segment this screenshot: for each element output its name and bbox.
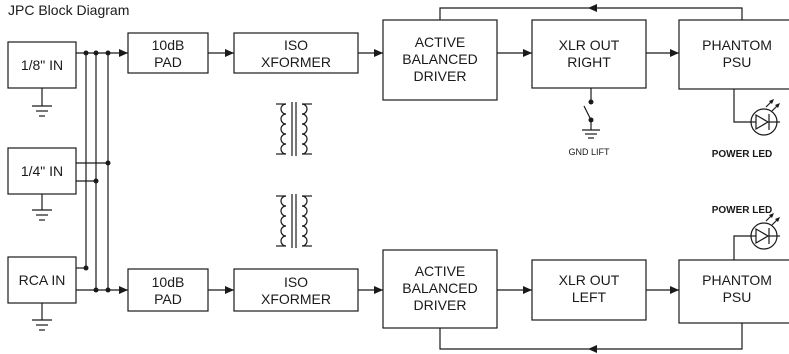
block-iso-top: ISO XFORMER	[233, 32, 359, 74]
block-phantom-psu-bottom-line2: PSU	[723, 289, 752, 305]
block-in-rca: RCA IN	[7, 256, 77, 304]
block-phantom-psu-bottom-line1: PHANTOM	[702, 272, 772, 288]
block-driver-top: ACTIVE BALANCED DRIVER	[382, 19, 498, 101]
block-pad-top-line1: 10dB	[152, 37, 185, 53]
ground-icon-in-1-8	[32, 88, 52, 117]
block-xlr-left-line1: XLR OUT	[559, 272, 620, 288]
ground-icon-gnd-lift	[582, 129, 600, 139]
block-iso-top-line1: ISO	[284, 37, 308, 53]
led-icon-top	[750, 99, 780, 136]
block-iso-top-line2: XFORMER	[261, 54, 331, 70]
block-driver-bottom-line3: DRIVER	[414, 297, 467, 313]
block-phantom-psu-bottom: PHANTOM PSU	[678, 259, 789, 324]
ground-icon-in-1-4	[32, 194, 52, 221]
block-pad-bottom: 10dB PAD	[127, 268, 209, 312]
power-led-top-label: POWER LED	[712, 149, 773, 160]
junction-dots	[83, 50, 594, 293]
block-driver-top-line2: BALANCED	[402, 51, 477, 67]
block-phantom-psu-top-line2: PSU	[723, 54, 752, 70]
block-pad-top-line2: PAD	[154, 54, 182, 70]
transformer-icon-top	[276, 102, 312, 156]
block-xlr-right-line1: XLR OUT	[559, 37, 620, 53]
block-driver-bottom-line1: ACTIVE	[415, 263, 466, 279]
block-pad-bottom-line2: PAD	[154, 291, 182, 307]
block-driver-top-line3: DRIVER	[414, 68, 467, 84]
block-iso-bottom-line2: XFORMER	[261, 291, 331, 307]
block-driver-bottom-line2: BALANCED	[402, 280, 477, 296]
block-driver-bottom: ACTIVE BALANCED DRIVER	[382, 249, 498, 329]
block-iso-bottom: ISO XFORMER	[233, 268, 359, 312]
block-pad-bottom-line1: 10dB	[152, 274, 185, 290]
block-driver-top-line1: ACTIVE	[415, 34, 466, 50]
ground-icon-in-rca	[32, 303, 52, 331]
diagram-title: JPC Block Diagram	[8, 2, 129, 18]
block-xlr-right: XLR OUT RIGHT	[531, 19, 647, 89]
transformer-icon-bottom	[276, 194, 312, 248]
block-xlr-right-line2: RIGHT	[567, 54, 611, 70]
block-in-1-8: 1/8" IN	[7, 41, 77, 89]
block-xlr-left: XLR OUT LEFT	[531, 259, 647, 321]
block-phantom-psu-top-line1: PHANTOM	[702, 37, 772, 53]
arrowheads	[119, 4, 679, 353]
block-iso-bottom-line1: ISO	[284, 274, 308, 290]
block-in-rca-label: RCA IN	[19, 272, 66, 288]
block-xlr-left-line2: LEFT	[572, 289, 607, 305]
block-in-1-4: 1/4" IN	[7, 147, 77, 195]
led-icon-bottom	[750, 213, 780, 250]
power-led-bottom-label: POWER LED	[712, 205, 773, 216]
block-in-1-8-label: 1/8" IN	[21, 57, 63, 73]
block-pad-top: 10dB PAD	[127, 32, 209, 74]
block-phantom-psu-top: PHANTOM PSU	[678, 19, 789, 90]
block-in-1-4-label: 1/4" IN	[21, 163, 63, 179]
gnd-lift-label: GND LIFT	[568, 147, 610, 157]
